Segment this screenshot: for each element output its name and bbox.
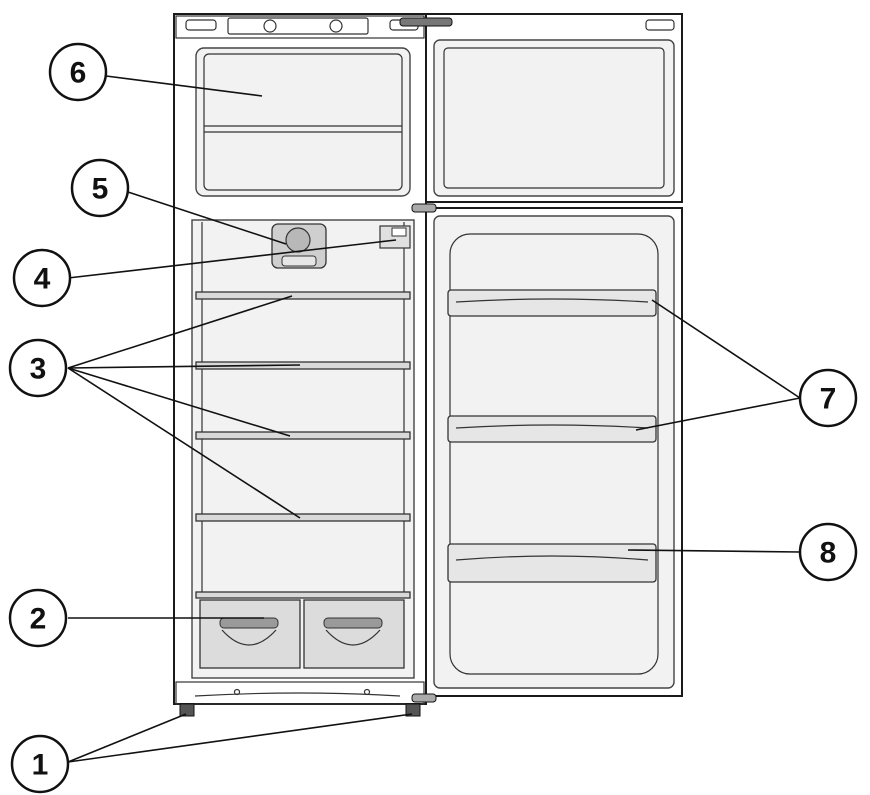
drawer-cover-shelf: [195, 591, 411, 599]
callout-6: 6: [48, 42, 108, 102]
freezer-compartment: [195, 47, 411, 197]
leader-5: [127, 191, 287, 245]
callout-3: 3: [8, 338, 68, 398]
freezer-door: [399, 13, 683, 203]
adjustable-feet: [179, 703, 421, 717]
leader-7b: [635, 397, 801, 431]
callout-7: 7: [798, 368, 858, 428]
callout-1: 1: [10, 734, 70, 794]
callout-8-label: 8: [820, 537, 837, 570]
drawer-left: [199, 599, 301, 669]
callout-8: 8: [798, 522, 858, 582]
leader-3a: [67, 295, 293, 369]
leader-8: [627, 549, 801, 553]
leader-4: [67, 239, 397, 279]
callout-2-label: 2: [30, 603, 47, 636]
callout-7-label: 7: [820, 383, 837, 416]
leader-3d: [67, 367, 301, 519]
leader-1a: [67, 713, 187, 763]
shelf-1: [195, 291, 411, 300]
callout-3-label: 3: [30, 353, 47, 386]
glass-shelves: [195, 291, 411, 599]
leader-lines: [67, 75, 801, 763]
door-bin-top: [447, 289, 657, 317]
leader-6: [105, 75, 263, 97]
shelf-2: [195, 361, 411, 370]
callout-1-label: 1: [32, 749, 49, 782]
callout-4-label: 4: [34, 263, 51, 296]
shelf-4: [195, 513, 411, 522]
leader-7a: [651, 299, 801, 399]
door-bin-bottom: [447, 543, 657, 583]
thermostat-lamp-unit: [271, 223, 327, 269]
fridge-door: [411, 203, 683, 703]
callout-6-label: 6: [70, 57, 87, 90]
drain-outlet: [379, 225, 411, 249]
callout-2: 2: [8, 588, 68, 648]
drawer-right: [303, 599, 405, 669]
leader-3c: [67, 367, 291, 437]
leader-3b: [67, 364, 301, 369]
door-bin-middle: [447, 415, 657, 443]
door-bins: [447, 289, 657, 583]
shelf-3: [195, 431, 411, 440]
callout-4: 4: [12, 248, 72, 308]
vegetable-drawers: [199, 599, 405, 669]
callout-5-label: 5: [92, 173, 109, 206]
leader-1b: [67, 713, 413, 763]
callout-5: 5: [70, 158, 130, 218]
